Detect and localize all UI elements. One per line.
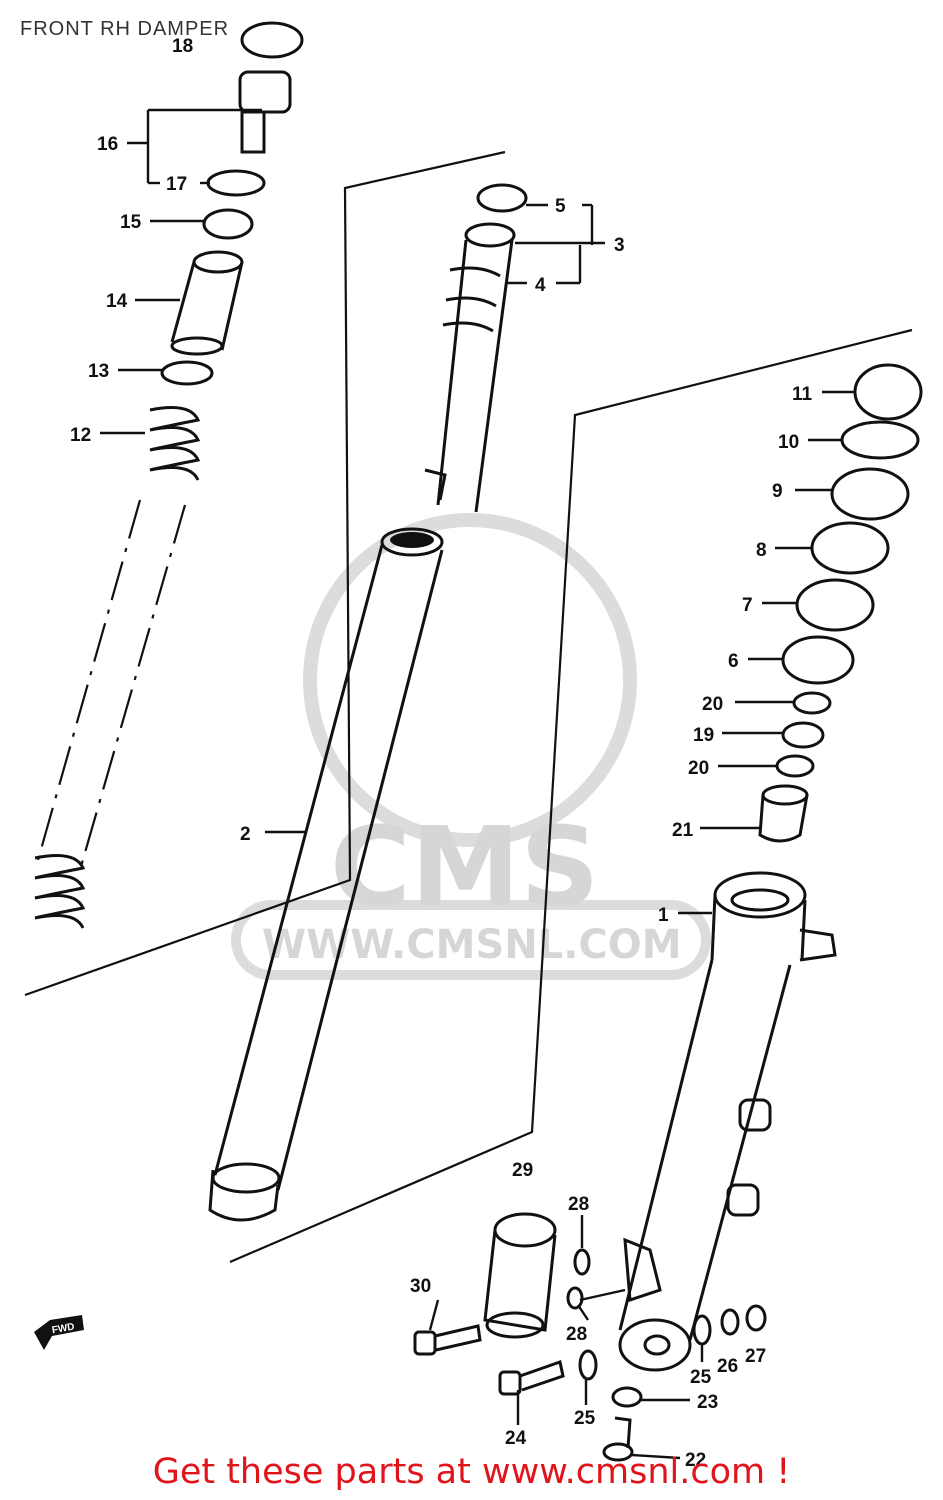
callout-19: 19	[693, 725, 714, 746]
footer-promo-link[interactable]: Get these parts at www.cmsnl.com !	[152, 1452, 791, 1492]
watermark: CMS WWW.CMSNL.COM	[231, 513, 711, 980]
callout-21: 21	[672, 820, 694, 841]
callout-14: 14	[106, 291, 128, 312]
callout-20-lower: 20	[688, 758, 709, 779]
callout-1: 1	[658, 905, 669, 926]
part-5-ring	[476, 183, 528, 213]
part-3-damper-rod	[424, 222, 516, 513]
callout-25-right: 25	[690, 1367, 712, 1388]
callout-labels: 18 16 17 15 14 13 12 5 3 4 2 11 10 9 8 7…	[70, 36, 813, 1471]
callout-3: 3	[614, 235, 625, 256]
part-20-washer-lower	[775, 754, 815, 778]
part-11-dust-seal	[853, 363, 923, 421]
part-9-ring	[830, 467, 910, 521]
part-25-washer-left	[578, 1349, 598, 1381]
part-26-gasket	[720, 1308, 740, 1336]
callout-11: 11	[792, 384, 813, 405]
diagram-title: FRONT RH DAMPER	[20, 18, 230, 40]
callout-2: 2	[240, 824, 251, 845]
callout-28-lower: 28	[566, 1324, 587, 1345]
fwd-label: FWD	[51, 1322, 75, 1337]
part-7-retainer	[795, 578, 875, 632]
part-21-oil-lock-piece	[758, 784, 809, 843]
part-25-washer-right	[692, 1314, 712, 1346]
part-15-o-ring	[202, 208, 254, 240]
callout-5: 5	[555, 196, 566, 217]
part-30-bolt	[413, 1324, 482, 1356]
part-10-stopper-ring	[840, 420, 920, 460]
part-28-washer-upper	[573, 1248, 591, 1276]
part-18-cap	[240, 21, 304, 59]
leader-lines	[100, 108, 855, 1460]
part-27-bolt	[745, 1304, 767, 1332]
part-20-washer-upper	[792, 691, 832, 715]
frame-middle	[229, 328, 913, 1264]
part-12-spring	[34, 406, 201, 929]
part-19-ring	[781, 721, 825, 749]
part-1-outer-tube	[618, 871, 837, 1372]
part-29-axle-holder	[483, 1212, 557, 1339]
fwd-arrow: FWD	[34, 1315, 84, 1350]
part-22-drain-bolt	[602, 1416, 634, 1462]
part-2-inner-tube	[208, 527, 444, 1222]
part-24-bolt	[498, 1360, 565, 1396]
part-8-oil-seal	[810, 521, 890, 575]
watermark-url-text: WWW.CMSNL.COM	[262, 922, 682, 968]
part-28-washer-lower	[566, 1286, 584, 1310]
part-13-washer	[160, 360, 214, 386]
callout-16: 16	[97, 134, 118, 155]
callout-27: 27	[745, 1346, 766, 1367]
part-14-spacer	[170, 250, 244, 356]
callout-10: 10	[778, 432, 799, 453]
part-6-bushing	[781, 635, 855, 685]
part-16-adjuster-bolt	[238, 70, 292, 154]
callout-7: 7	[742, 595, 753, 616]
callout-29: 29	[512, 1160, 533, 1181]
callout-12: 12	[70, 425, 91, 446]
part-17-o-ring	[206, 169, 266, 197]
callout-22: 22	[685, 1450, 706, 1471]
callout-23: 23	[697, 1392, 718, 1413]
callout-25-left: 25	[574, 1408, 596, 1429]
frame-left	[24, 150, 506, 997]
callout-24: 24	[505, 1428, 527, 1449]
callout-26: 26	[717, 1356, 738, 1377]
watermark-logo-text: CMS	[330, 803, 599, 931]
callout-30: 30	[410, 1276, 431, 1297]
callout-17: 17	[166, 174, 187, 195]
callout-18: 18	[172, 36, 193, 57]
callout-28-upper: 28	[568, 1194, 589, 1215]
callout-8: 8	[756, 540, 767, 561]
callout-6: 6	[728, 651, 739, 672]
callout-4: 4	[535, 275, 546, 296]
callout-20-upper: 20	[702, 694, 723, 715]
callout-9: 9	[772, 481, 783, 502]
part-23-gasket	[611, 1386, 643, 1408]
callout-15: 15	[120, 212, 142, 233]
callout-13: 13	[88, 361, 109, 382]
